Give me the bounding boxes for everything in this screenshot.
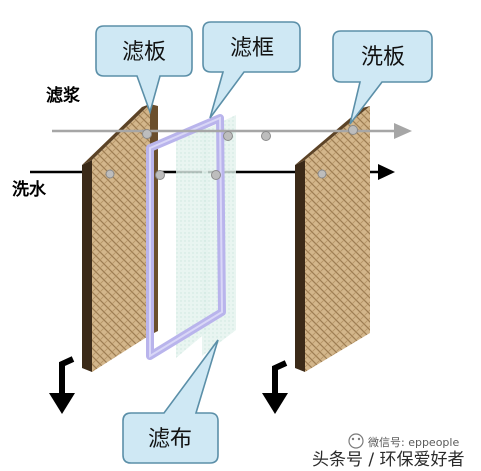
- wash-plate: [295, 106, 370, 372]
- slurry-arrow: [52, 123, 412, 139]
- filter-frame: [146, 114, 226, 360]
- watermark: 微信号: eppeople 头条号 / 环保爱好者: [312, 433, 465, 470]
- filter-plate-label: 滤板: [122, 40, 166, 65]
- callout-filter-cloth: 滤布: [122, 339, 219, 464]
- callout-filter-frame: 滤框: [202, 21, 301, 119]
- wechat-icon: [348, 433, 364, 449]
- watermark-account: 微信号: eppeople: [368, 435, 459, 449]
- slurry-label: 滤浆: [46, 85, 81, 106]
- outlet-arrow-left: [49, 356, 75, 414]
- filter-frame-label: 滤框: [230, 36, 274, 61]
- callout-wash-plate: 洗板: [332, 30, 433, 125]
- wash-water-label: 洗水: [12, 179, 47, 200]
- watermark-platform: 头条号 / 环保爱好者: [312, 450, 465, 470]
- outlet-arrow-right: [262, 360, 288, 414]
- callout-filter-plate: 滤板: [95, 25, 193, 115]
- wash-plate-label: 洗板: [361, 45, 405, 70]
- ports: [105, 125, 358, 180]
- filter-plate: [82, 104, 158, 372]
- filter-cloth-label: 滤布: [148, 427, 192, 452]
